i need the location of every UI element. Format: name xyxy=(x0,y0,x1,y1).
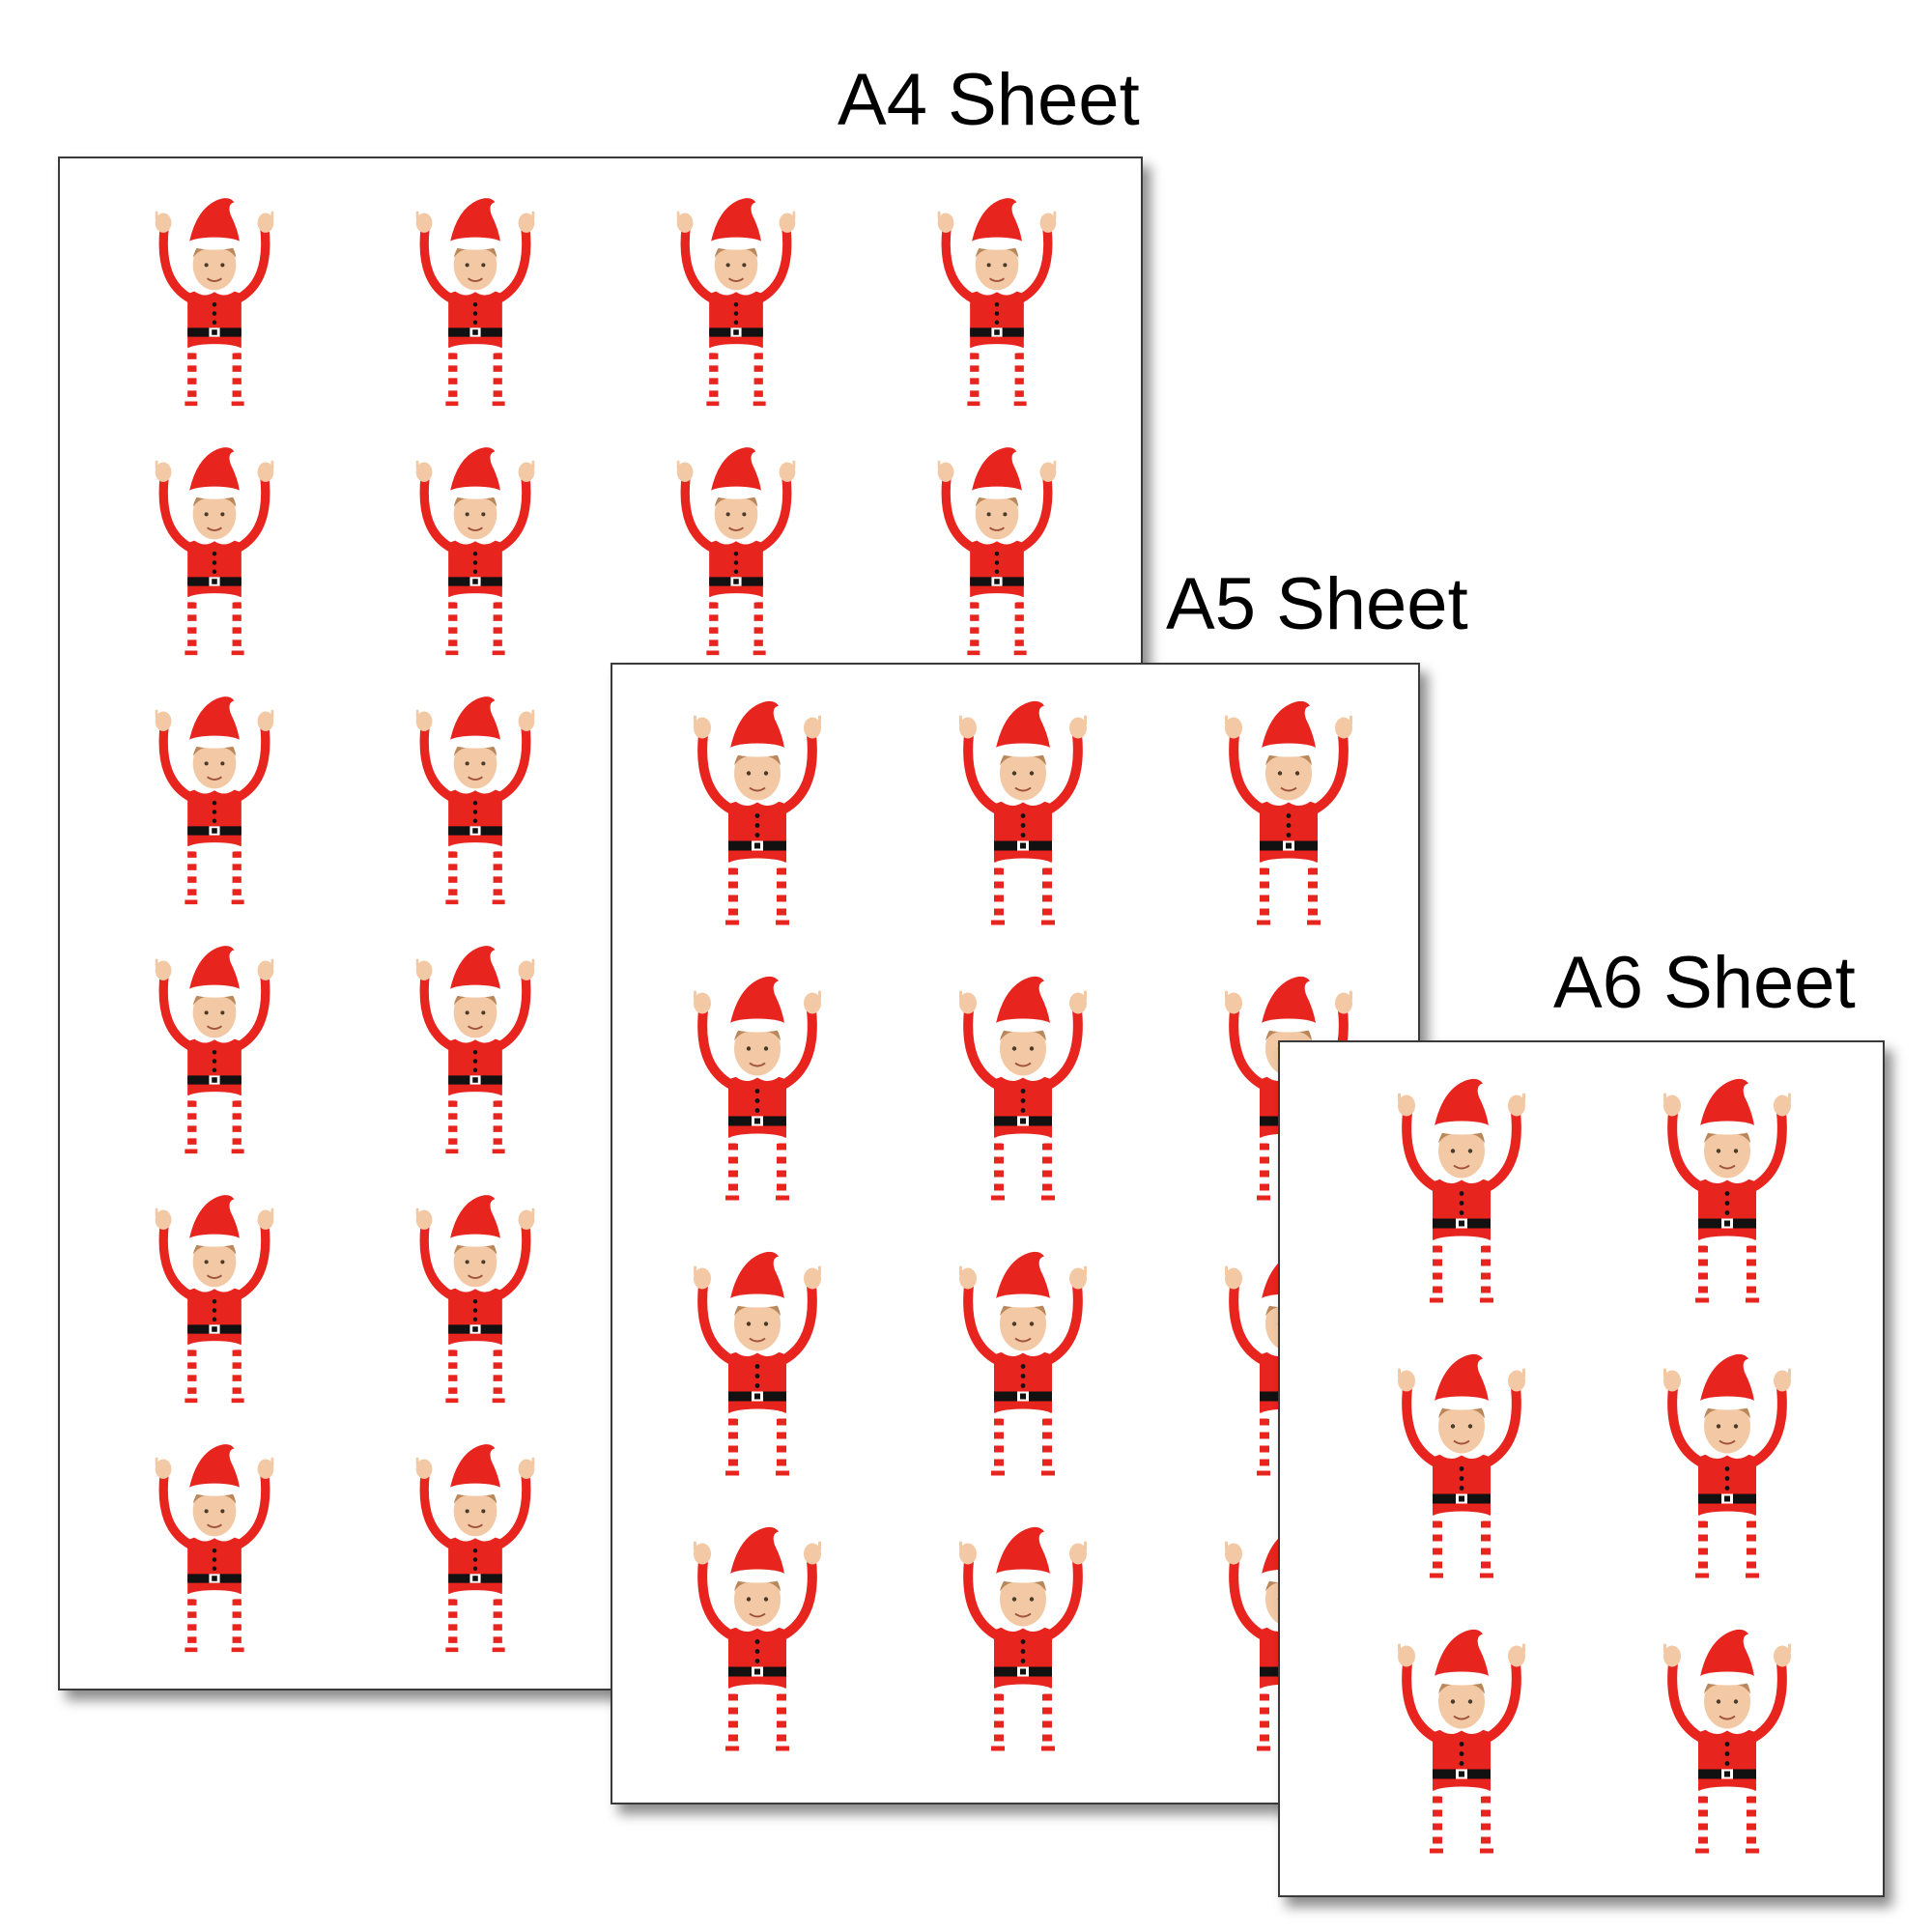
elf-boy-sticker-icon xyxy=(934,187,1060,414)
elf-boy-sticker-icon xyxy=(1660,1071,1795,1308)
elf-boy-sticker-icon xyxy=(955,969,1091,1206)
elf-boy-sticker-icon xyxy=(673,187,799,414)
a4-sticker-r1-c4 xyxy=(934,187,1060,414)
elf-boy-sticker-icon xyxy=(1394,1071,1529,1308)
a6-sticker-r3-c1 xyxy=(1394,1622,1529,1859)
a5-sticker-r4-c1 xyxy=(690,1520,825,1756)
elf-boy-sticker-icon xyxy=(152,935,277,1162)
elf-boy-sticker-icon xyxy=(412,437,538,664)
a5-sticker-r2-c2 xyxy=(955,969,1091,1206)
elf-boy-sticker-icon xyxy=(690,1244,825,1481)
a4-sticker-r6-c2 xyxy=(412,1434,538,1661)
a6-sticker-r1-c2 xyxy=(1660,1071,1795,1308)
a4-sticker-r5-c2 xyxy=(412,1184,538,1411)
a5-sticker-r1-c2 xyxy=(955,694,1091,930)
a5-sticker-r3-c2 xyxy=(955,1244,1091,1481)
elf-boy-sticker-icon xyxy=(955,1520,1091,1756)
elf-boy-sticker-icon xyxy=(1221,694,1356,930)
a6-sheet xyxy=(1278,1040,1885,1897)
elf-boy-sticker-icon xyxy=(934,437,1060,664)
elf-boy-sticker-icon xyxy=(1394,1622,1529,1859)
a5-sticker-r4-c2 xyxy=(955,1520,1091,1756)
a4-sticker-r4-c2 xyxy=(412,935,538,1162)
elf-boy-sticker-icon xyxy=(1660,1347,1795,1583)
elf-boy-sticker-icon xyxy=(690,1520,825,1756)
elf-boy-sticker-icon xyxy=(152,437,277,664)
elf-boy-sticker-icon xyxy=(955,1244,1091,1481)
a4-sticker-r3-c1 xyxy=(152,686,277,913)
a4-sticker-r3-c2 xyxy=(412,686,538,913)
a6-sticker-r2-c1 xyxy=(1394,1347,1529,1583)
elf-boy-sticker-icon xyxy=(412,187,538,414)
elf-boy-sticker-icon xyxy=(690,694,825,930)
a4-sheet-label: A4 Sheet xyxy=(838,59,1140,141)
elf-boy-sticker-icon xyxy=(412,686,538,913)
elf-boy-sticker-icon xyxy=(1394,1347,1529,1583)
a4-sticker-r2-c2 xyxy=(412,437,538,664)
elf-boy-sticker-icon xyxy=(152,1434,277,1661)
elf-boy-sticker-icon xyxy=(412,1434,538,1661)
a4-sticker-r1-c3 xyxy=(673,187,799,414)
elf-boy-sticker-icon xyxy=(152,1184,277,1411)
elf-boy-sticker-icon xyxy=(412,1184,538,1411)
a4-sticker-r1-c1 xyxy=(152,187,277,414)
elf-boy-sticker-icon xyxy=(152,686,277,913)
a4-sticker-r6-c1 xyxy=(152,1434,277,1661)
a6-sticker-r3-c2 xyxy=(1660,1622,1795,1859)
a5-sheet-label: A5 Sheet xyxy=(1166,563,1468,645)
a6-sheet-label: A6 Sheet xyxy=(1553,942,1856,1024)
a6-sticker-r2-c2 xyxy=(1660,1347,1795,1583)
a4-sticker-r2-c4 xyxy=(934,437,1060,664)
a4-sticker-r1-c2 xyxy=(412,187,538,414)
elf-boy-sticker-icon xyxy=(152,187,277,414)
a4-sticker-r5-c1 xyxy=(152,1184,277,1411)
a6-sticker-r1-c1 xyxy=(1394,1071,1529,1308)
a5-sticker-r1-c1 xyxy=(690,694,825,930)
elf-boy-sticker-icon xyxy=(412,935,538,1162)
a5-sticker-r3-c1 xyxy=(690,1244,825,1481)
a4-sticker-r2-c3 xyxy=(673,437,799,664)
a5-sticker-r1-c3 xyxy=(1221,694,1356,930)
a4-sticker-r4-c1 xyxy=(152,935,277,1162)
a4-sticker-r2-c1 xyxy=(152,437,277,664)
elf-boy-sticker-icon xyxy=(690,969,825,1206)
a5-sticker-r2-c1 xyxy=(690,969,825,1206)
elf-boy-sticker-icon xyxy=(673,437,799,664)
elf-boy-sticker-icon xyxy=(1660,1622,1795,1859)
elf-boy-sticker-icon xyxy=(955,694,1091,930)
